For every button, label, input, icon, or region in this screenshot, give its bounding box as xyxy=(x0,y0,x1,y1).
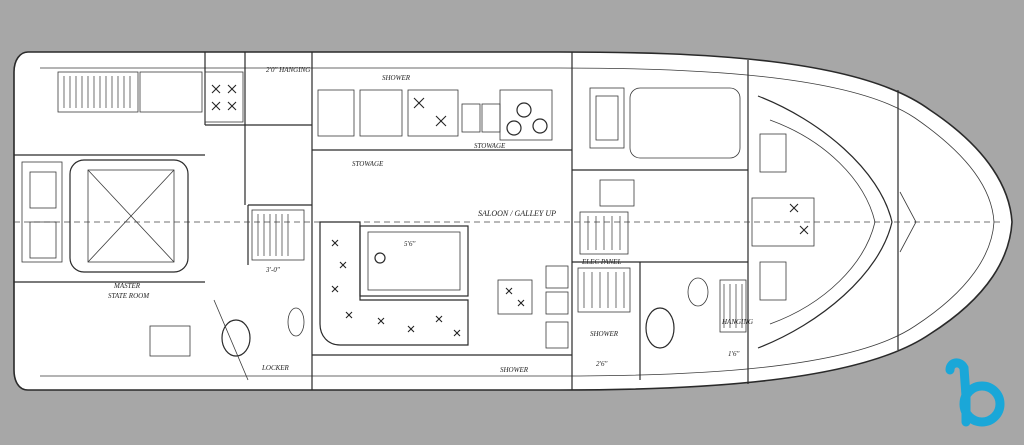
label-stowage-left: STOWAGE xyxy=(352,160,384,168)
label-hanging: 2'0" HANGING xyxy=(266,66,310,74)
label-shower-mid: SHOWER xyxy=(590,330,619,338)
label-dim-3-0: 3'-0" xyxy=(265,266,280,274)
label-dim-1-6: 1'6" xyxy=(728,350,739,358)
v-berth xyxy=(751,95,917,349)
midship-equipment xyxy=(497,211,631,349)
galley xyxy=(317,89,553,141)
guest-cabin xyxy=(589,87,741,207)
label-stowage-right: STOWAGE xyxy=(474,142,506,150)
forward-head xyxy=(645,277,747,349)
label-locker: LOCKER xyxy=(261,364,290,372)
label-dim-2-6: 2'6" xyxy=(596,360,607,368)
bulkheads xyxy=(14,52,899,390)
aft-storage-hatch xyxy=(57,71,203,113)
label-shower-bottom: SHOWER xyxy=(500,366,529,374)
label-dim-5-6: 5'6" xyxy=(404,240,415,248)
label-master: MASTER xyxy=(113,282,141,290)
hull-outline xyxy=(13,51,1013,391)
label-saloon: SALOON / GALLEY UP xyxy=(478,209,556,218)
label-master-sub: STATE ROOM xyxy=(108,292,150,300)
label-elec-panel: ELEC PANEL xyxy=(581,258,621,266)
saloon-dinette xyxy=(319,221,469,346)
label-shower-top: SHOWER xyxy=(382,74,411,82)
master-berth xyxy=(21,159,189,273)
hanging-locker xyxy=(204,71,244,123)
aft-head xyxy=(149,209,305,381)
label-hanging-right: HANGING xyxy=(721,318,753,326)
boat-broker-logo-icon xyxy=(945,358,1005,427)
